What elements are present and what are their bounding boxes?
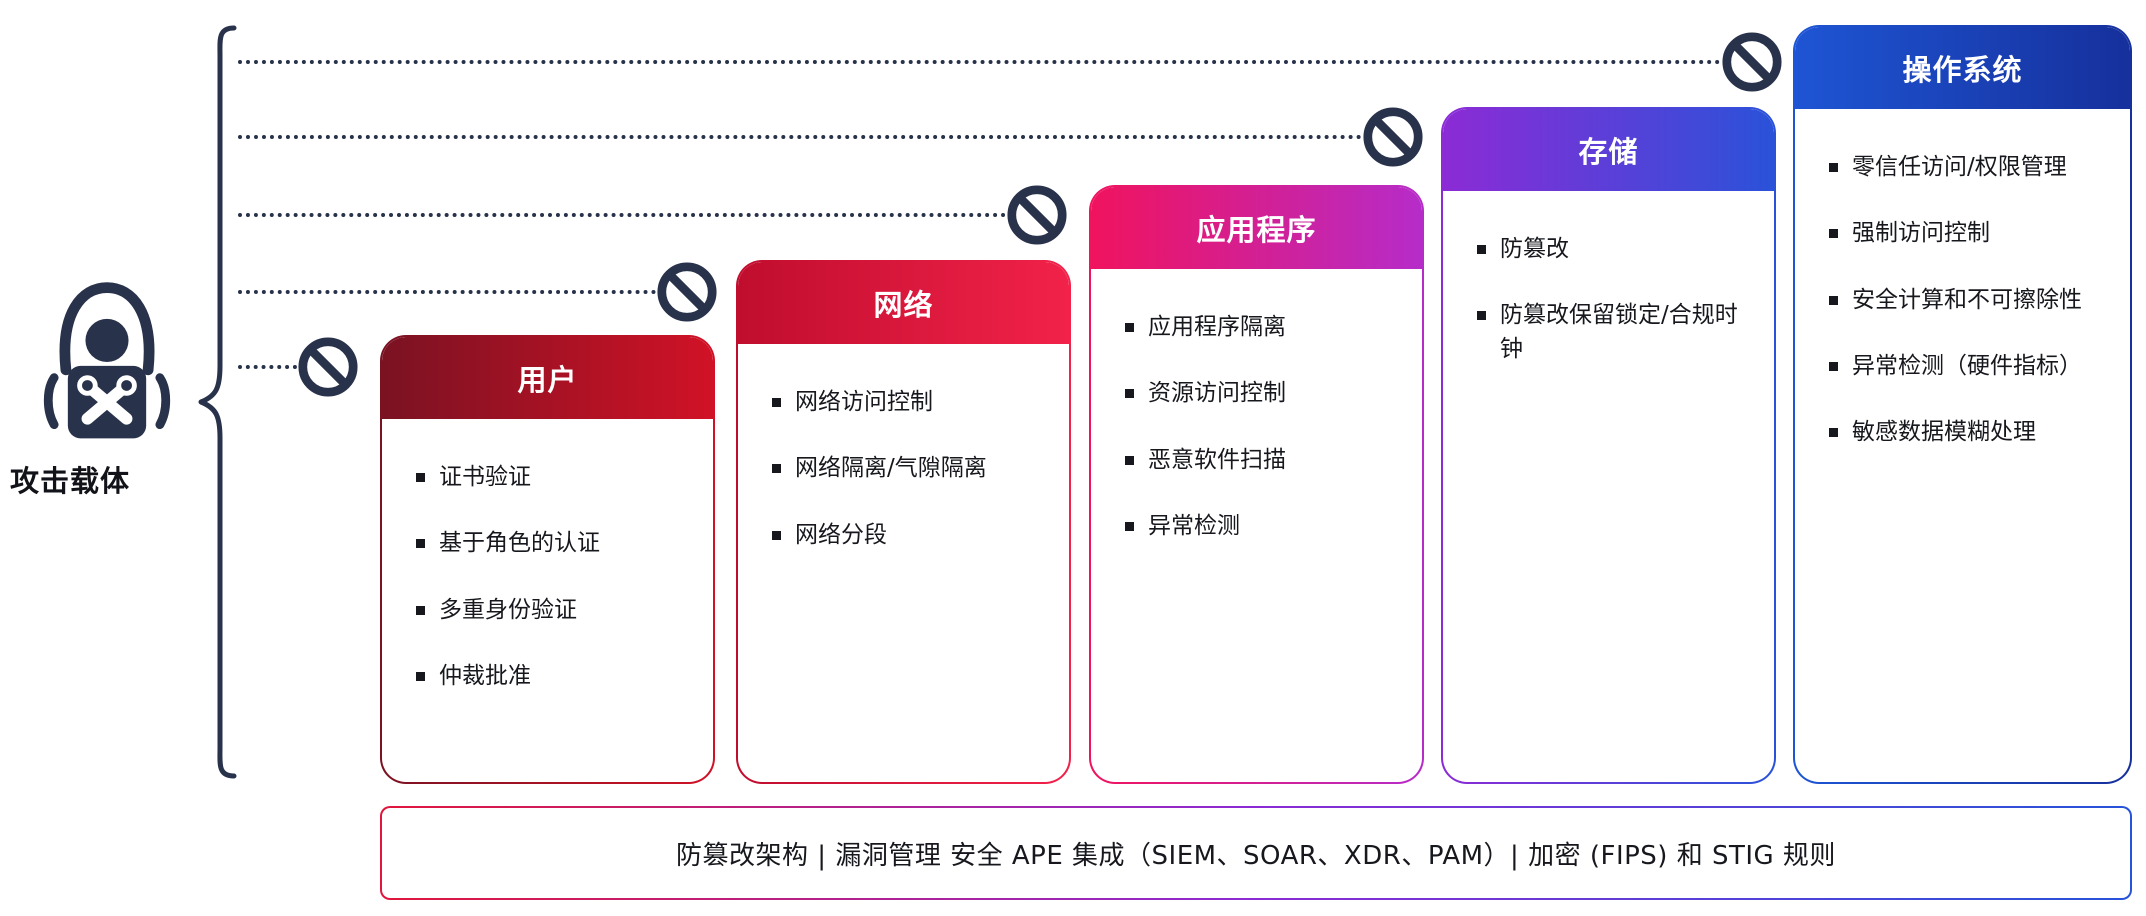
list-item: 基于角色的认证 xyxy=(416,527,687,560)
attack-line-application xyxy=(238,213,1006,217)
bullet-square xyxy=(1829,295,1838,305)
list-item-text: 网络隔离/气隙隔离 xyxy=(795,455,987,482)
bullet-square xyxy=(416,605,425,615)
bullet-square xyxy=(1477,245,1486,254)
bullet-square xyxy=(772,398,781,407)
layer-title-application: 应用程序 xyxy=(1196,213,1317,247)
bullet-square xyxy=(416,539,425,549)
list-item-text: 资源访问控制 xyxy=(1148,380,1286,407)
list-item: 资源访问控制 xyxy=(1125,377,1396,410)
attacker-label: 攻击载体 xyxy=(10,464,131,498)
list-item-text: 网络分段 xyxy=(795,521,887,548)
layer-card-os-header: 操作系统 xyxy=(1795,27,2130,109)
list-item: 应用程序隔离 xyxy=(1125,311,1396,344)
bottom-banner-inner: 防篡改架构 | 漏洞管理 安全 APE 集成（SIEM、SOAR、XDR、PAM… xyxy=(382,808,2130,898)
list-item-text: 防篡改保留锁定/合规时钟 xyxy=(1500,302,1738,362)
prohibition-icon-os xyxy=(1722,32,1782,92)
layer-card-user: 用户 证书验证 基于角色的认证 多重身份验证 仲裁批准 xyxy=(380,335,715,784)
list-item-text: 异常检测（硬件指标） xyxy=(1852,353,2082,380)
list-item-text: 仲裁批准 xyxy=(439,663,531,690)
layer-card-storage: 存储 防篡改 防篡改保留锁定/合规时钟 xyxy=(1441,107,1776,784)
prohibition-icon-storage xyxy=(1363,107,1423,167)
list-item-text: 恶意软件扫描 xyxy=(1148,446,1286,473)
list-item-text: 网络访问控制 xyxy=(795,389,933,415)
layer-title-network: 网络 xyxy=(873,288,934,322)
prohibition-icon-application xyxy=(1007,185,1067,245)
list-item-text: 强制访问控制 xyxy=(1852,220,1990,247)
layer-card-user-header: 用户 xyxy=(382,337,713,419)
list-item: 多重身份验证 xyxy=(416,594,687,627)
list-item: 恶意软件扫描 xyxy=(1125,444,1396,477)
list-item: 强制访问控制 xyxy=(1829,217,2104,250)
list-item-text: 异常检测 xyxy=(1148,513,1240,540)
bullet-square xyxy=(1125,455,1134,465)
layer-card-network-header: 网络 xyxy=(738,262,1069,344)
bottom-banner-text: 防篡改架构 | 漏洞管理 安全 APE 集成（SIEM、SOAR、XDR、PAM… xyxy=(676,840,1836,871)
attack-line-os xyxy=(238,60,1721,64)
list-item: 敏感数据模糊处理 xyxy=(1829,416,2104,449)
attack-line-storage xyxy=(238,135,1362,139)
list-item: 防篡改保留锁定/合规时钟 xyxy=(1477,299,1748,366)
list-item: 异常检测 xyxy=(1125,510,1396,543)
bullet-square xyxy=(1829,229,1838,239)
layer-card-application: 应用程序 应用程序隔离 资源访问控制 恶意软件扫描 异常检测 xyxy=(1089,185,1424,784)
layer-title-storage: 存储 xyxy=(1578,135,1639,169)
layer-card-network-list: 网络访问控制 网络隔离/气隙隔离 网络分段 xyxy=(738,344,1069,605)
list-item-text: 应用程序隔离 xyxy=(1148,314,1286,340)
list-item-text: 防篡改 xyxy=(1500,236,1569,262)
layer-card-os-list: 零信任访问/权限管理 强制访问控制 安全计算和不可擦除性 异常检测（硬件指标） … xyxy=(1795,109,2130,503)
bottom-banner: 防篡改架构 | 漏洞管理 安全 APE 集成（SIEM、SOAR、XDR、PAM… xyxy=(380,806,2132,900)
list-item: 网络隔离/气隙隔离 xyxy=(772,452,1043,485)
attack-line-network xyxy=(238,290,656,294)
bullet-square xyxy=(416,473,425,482)
list-item: 网络访问控制 xyxy=(772,386,1043,419)
prohibition-icon-user xyxy=(298,337,358,397)
list-item-text: 基于角色的认证 xyxy=(439,530,600,557)
list-item: 零信任访问/权限管理 xyxy=(1829,151,2104,184)
bullet-square xyxy=(1125,522,1134,532)
bullet-square xyxy=(1829,428,1838,438)
list-item-text: 多重身份验证 xyxy=(439,596,577,623)
layer-card-application-header: 应用程序 xyxy=(1091,187,1422,269)
list-item: 异常检测（硬件指标） xyxy=(1829,350,2104,383)
list-item: 网络分段 xyxy=(772,519,1043,552)
layer-title-user: 用户 xyxy=(517,363,578,397)
bullet-square xyxy=(1829,362,1838,372)
layer-card-network: 网络 网络访问控制 网络隔离/气隙隔离 网络分段 xyxy=(736,260,1071,784)
list-item-text: 敏感数据模糊处理 xyxy=(1852,419,2036,446)
list-item-text: 零信任访问/权限管理 xyxy=(1852,154,2067,180)
bullet-square xyxy=(772,530,781,540)
layer-card-os: 操作系统 零信任访问/权限管理 强制访问控制 安全计算和不可擦除性 异常检测（硬… xyxy=(1793,25,2132,784)
bullet-square xyxy=(772,464,781,474)
layer-card-application-list: 应用程序隔离 资源访问控制 恶意软件扫描 异常检测 xyxy=(1091,269,1422,596)
layer-title-os: 操作系统 xyxy=(1902,53,2023,87)
brace xyxy=(198,25,237,779)
bullet-square xyxy=(1477,311,1486,321)
list-item: 防篡改 xyxy=(1477,233,1748,266)
list-item: 安全计算和不可擦除性 xyxy=(1829,284,2104,317)
list-item: 仲裁批准 xyxy=(416,660,687,693)
list-item-text: 安全计算和不可擦除性 xyxy=(1852,286,2082,313)
bullet-square xyxy=(1829,163,1838,172)
list-item: 证书验证 xyxy=(416,461,687,494)
bullet-square xyxy=(1125,323,1134,332)
bullet-square xyxy=(416,672,425,682)
layer-card-storage-list: 防篡改 防篡改保留锁定/合规时钟 xyxy=(1443,191,1774,419)
attacker-icon xyxy=(43,282,171,439)
layer-card-user-list: 证书验证 基于角色的认证 多重身份验证 仲裁批准 xyxy=(382,419,713,746)
prohibition-icon-network xyxy=(657,262,717,322)
attack-line-user xyxy=(238,365,297,369)
layer-card-storage-header: 存储 xyxy=(1443,109,1774,191)
bullet-square xyxy=(1125,389,1134,399)
list-item-text: 证书验证 xyxy=(439,464,531,490)
